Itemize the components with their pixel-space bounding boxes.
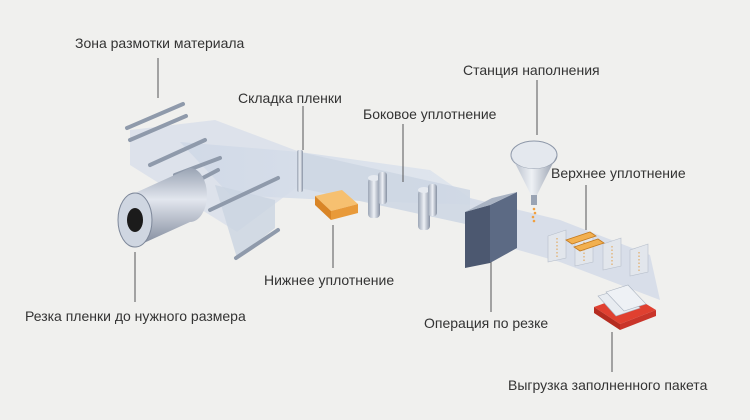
unload-tray: [594, 284, 656, 330]
film-roll: [117, 168, 207, 248]
label-filling-station: Станция наполнения: [463, 62, 600, 78]
filling-funnel: [510, 140, 558, 223]
label-side-seal: Боковое уплотнение: [363, 106, 497, 122]
side-seal-posts: [368, 172, 437, 230]
top-sealer: [565, 231, 605, 252]
label-cutting-operation: Операция по резке: [424, 315, 549, 331]
label-filled-bag-unload: Выгрузка заполненного пакета: [508, 377, 708, 393]
film-folding-plate: [297, 150, 303, 192]
label-top-seal: Верхнее уплотнение: [551, 165, 686, 181]
label-film-folding: Складка пленки: [238, 90, 342, 106]
cutting-plates: [465, 192, 517, 268]
leader-lines: [134, 58, 613, 372]
label-cut-to-size: Резка пленки до нужного размера: [25, 308, 246, 324]
label-unwind-zone: Зона размотки материала: [75, 35, 245, 51]
bottom-sealer: [315, 190, 358, 220]
label-bottom-seal: Нижнее уплотнение: [264, 272, 395, 288]
filled-pouches: [547, 229, 649, 277]
